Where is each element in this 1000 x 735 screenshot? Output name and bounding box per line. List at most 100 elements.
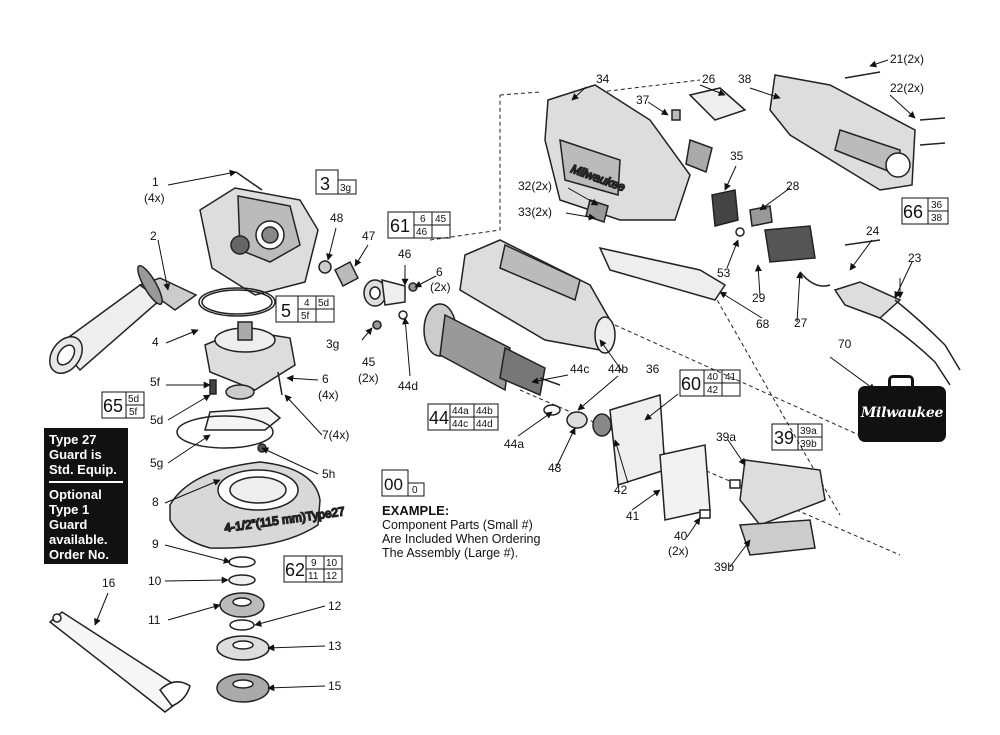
example-legend: EXAMPLE: Component Parts (Small #) Are I… (382, 503, 541, 561)
guard-note-line: Type 1 (49, 502, 90, 517)
svg-text:5f: 5f (129, 407, 138, 418)
callout: 7(4x) (322, 428, 349, 442)
callout: 68 (756, 317, 770, 331)
switch-parts (598, 189, 816, 301)
svg-text:62: 62 (285, 560, 305, 580)
guard-part: 4-1/2"(115 mm)Type27 (169, 407, 347, 549)
callout: (4x) (318, 388, 339, 402)
callout: 12 (328, 599, 342, 613)
svg-text:39: 39 (774, 428, 794, 448)
callout: 24 (866, 224, 880, 238)
assembly-box-61: 61 6 45 46 (387, 211, 451, 239)
callout: 39a (716, 430, 736, 444)
guard-note: Type 27 Guard is Std. Equip. Optional Ty… (44, 428, 128, 577)
svg-text:00: 00 (384, 475, 403, 494)
callout: 5g (150, 456, 163, 470)
assembly-box-5: 5 4 5d 5f (275, 295, 335, 323)
example-line: Component Parts (Small #) (382, 518, 533, 532)
assembly-box-65: 65 5d 5f (101, 391, 145, 419)
assembly-box-example: 00 0 (381, 469, 425, 497)
example-title: EXAMPLE: (382, 503, 450, 518)
callout: 41 (626, 509, 640, 523)
callout: 6 (322, 372, 329, 386)
callout: 1 (152, 175, 159, 189)
svg-text:3: 3 (320, 174, 330, 194)
callout: 36 (646, 362, 660, 376)
callout: 38 (738, 72, 752, 86)
callout: 5h (322, 467, 335, 481)
guard-note-line: Guard (49, 517, 88, 532)
callout: 13 (328, 639, 342, 653)
callout: 32(2x) (518, 179, 552, 193)
svg-text:39a: 39a (800, 426, 817, 437)
callout: 35 (730, 149, 744, 163)
assembly-box-66: 66 36 38 (901, 197, 949, 225)
callout: 48 (330, 211, 344, 225)
shroud-parts (609, 394, 826, 556)
callout: 53 (717, 266, 731, 280)
guard-note-line: Optional (49, 487, 102, 502)
svg-text:44c: 44c (452, 419, 468, 430)
callout: 47 (362, 229, 376, 243)
callout: 16 (102, 576, 116, 590)
callout: 29 (752, 291, 766, 305)
example-line: Are Included When Ordering (382, 532, 541, 546)
svg-text:10: 10 (326, 558, 338, 569)
callout: 44c (570, 362, 589, 376)
callout: 6 (436, 265, 443, 279)
leader-lines (94, 59, 916, 692)
assembly-box-62: 62 9 10 11 12 (283, 555, 343, 583)
assembly-box-3: 3 3g (315, 169, 357, 195)
callout: 46 (398, 247, 412, 261)
callout: 26 (702, 72, 716, 86)
callout-labels: 1 (4x) 2 4 5f 5d 5g 5h 6 (4x) 7(4x) 8 9 … (102, 52, 924, 693)
assembly-box-60: 60 40 41 42 (679, 369, 741, 397)
stator-housing-part (459, 239, 616, 354)
callout: 3g (326, 337, 339, 351)
svg-text:4: 4 (304, 298, 310, 309)
callout: 27 (794, 316, 808, 330)
svg-text:6: 6 (420, 214, 426, 225)
svg-text:44: 44 (429, 408, 449, 428)
svg-text:44d: 44d (476, 419, 493, 430)
side-handle-part (49, 264, 198, 374)
svg-text:40: 40 (707, 372, 719, 383)
callout: 22(2x) (890, 81, 924, 95)
svg-text:11: 11 (308, 571, 319, 582)
callout: 4 (152, 335, 159, 349)
svg-text:39b: 39b (800, 439, 817, 450)
callout: 37 (636, 93, 650, 107)
svg-text:0: 0 (412, 485, 418, 496)
callout: 9 (152, 537, 159, 551)
callout: 44b (608, 362, 628, 376)
svg-text:12: 12 (326, 571, 338, 582)
svg-text:38: 38 (931, 213, 943, 224)
svg-text:60: 60 (681, 374, 701, 394)
svg-text:5f: 5f (301, 311, 310, 322)
svg-text:5d: 5d (318, 298, 329, 309)
callout: 5d (150, 413, 163, 427)
brand-logo: Milwaukee (860, 405, 944, 421)
svg-text:5: 5 (281, 301, 291, 321)
callout: 40 (674, 529, 688, 543)
svg-text:66: 66 (903, 202, 923, 222)
cord-part (799, 271, 961, 386)
spindle-assembly-part (198, 287, 296, 400)
callout: 21(2x) (890, 52, 924, 66)
svg-text:41: 41 (725, 372, 737, 383)
svg-text:42: 42 (707, 385, 719, 396)
callout: 10 (148, 574, 162, 588)
callout: 70 (838, 337, 852, 351)
callout: 45 (362, 355, 376, 369)
callout: 15 (328, 679, 342, 693)
callout: (2x) (668, 544, 689, 558)
callout: 23 (908, 251, 922, 265)
assembly-boundary (429, 79, 901, 556)
callout: (2x) (430, 280, 451, 294)
guard-note-line: Std. Equip. (49, 462, 117, 477)
bearing-parts (318, 260, 418, 330)
callout: 5f (150, 375, 161, 389)
callout: 44a (504, 437, 524, 451)
svg-text:44b: 44b (476, 406, 493, 417)
